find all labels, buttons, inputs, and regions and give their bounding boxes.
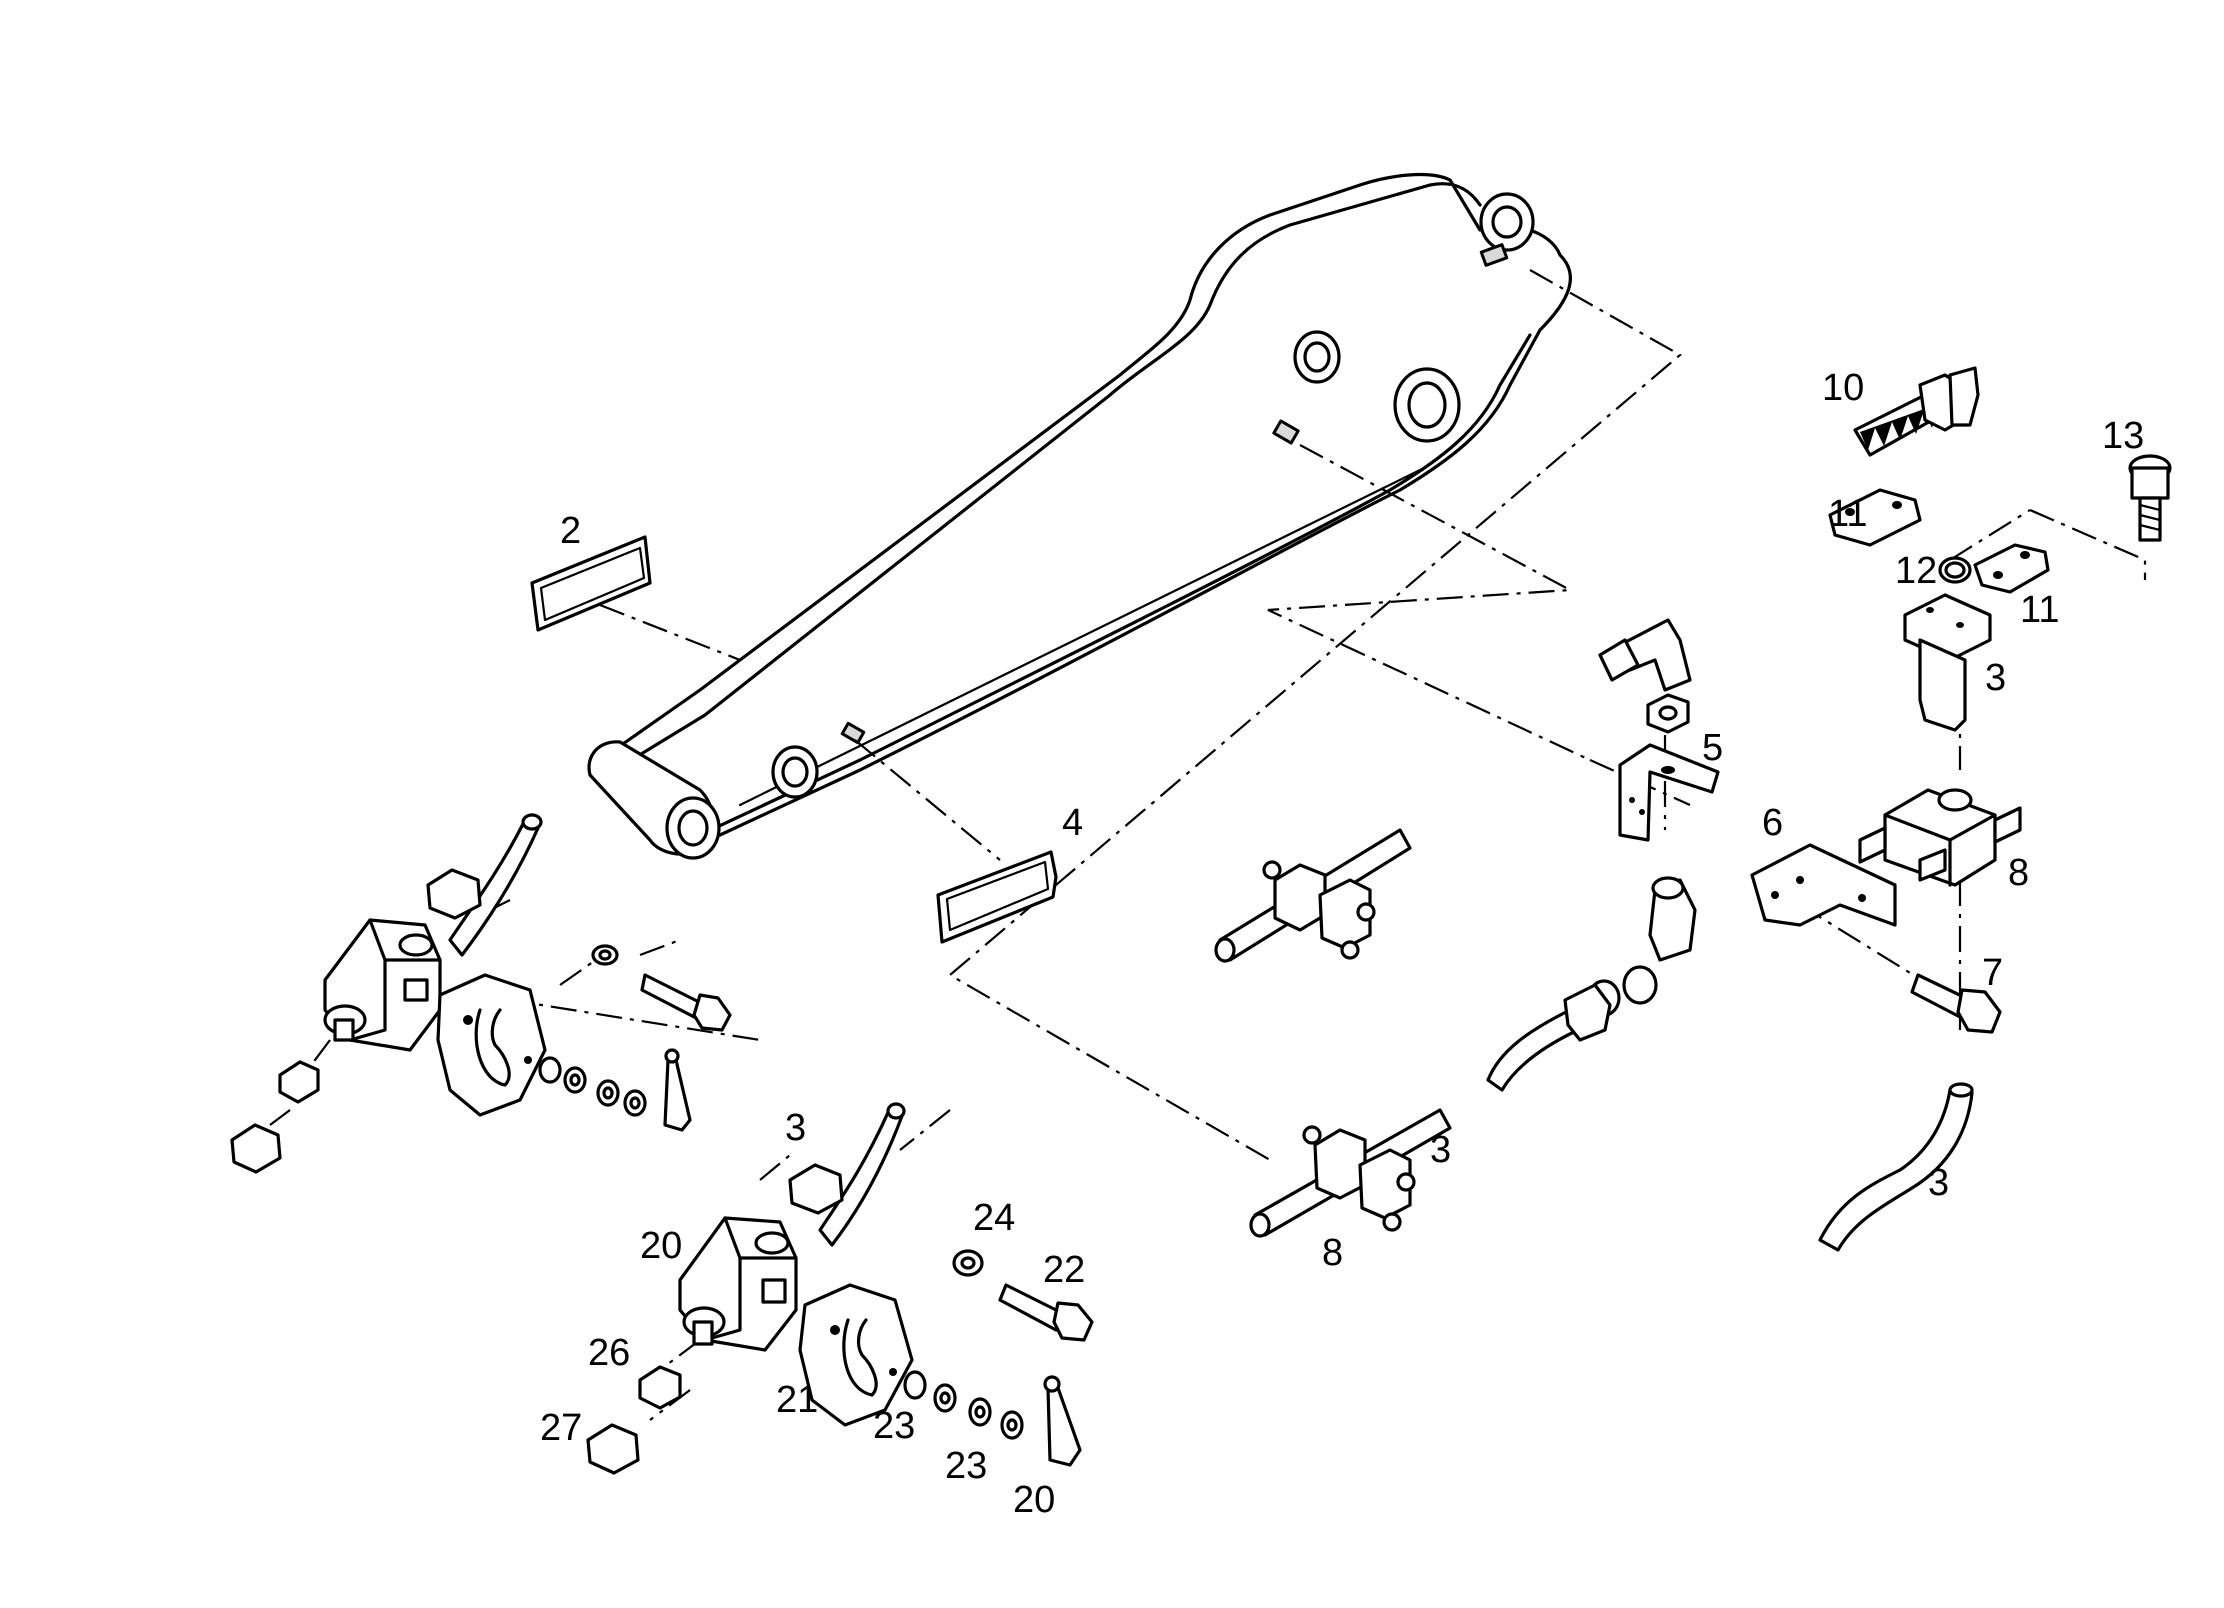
label-3-hose-left: 3 xyxy=(785,1107,806,1149)
label-8-center: 8 xyxy=(1322,1232,1343,1274)
label-12: 12 xyxy=(1895,550,1937,592)
boom-arm xyxy=(587,172,1572,860)
label-10: 10 xyxy=(1822,367,1864,409)
label-2: 2 xyxy=(560,510,581,552)
label-22: 22 xyxy=(1043,1249,1085,1291)
label-6: 6 xyxy=(1762,802,1783,844)
center-clamp-upper xyxy=(1214,828,1412,963)
right-parts xyxy=(1486,366,2172,1252)
label-21: 21 xyxy=(776,1379,818,1421)
center-clamp-lower xyxy=(1249,1108,1452,1238)
label-3-fitting: 3 xyxy=(1985,657,2006,699)
label-13: 13 xyxy=(2102,415,2144,457)
label-11-upper: 11 xyxy=(1828,493,1867,535)
label-27: 27 xyxy=(540,1407,582,1449)
label-23-lower: 23 xyxy=(945,1445,987,1487)
label-4: 4 xyxy=(1062,802,1083,844)
label-24: 24 xyxy=(973,1197,1015,1239)
decal-4 xyxy=(936,850,1058,944)
label-23-upper: 23 xyxy=(873,1405,915,1447)
label-7: 7 xyxy=(1982,952,2003,994)
label-26: 26 xyxy=(588,1332,630,1374)
label-5: 5 xyxy=(1702,727,1723,769)
part-labels: 2 4 10 11 12 13 11 3 5 6 8 7 3 3 8 3 20 … xyxy=(540,367,2144,1521)
label-8-right: 8 xyxy=(2008,852,2029,894)
label-3-hose-center: 3 xyxy=(1430,1129,1451,1171)
label-20-body: 20 xyxy=(640,1225,682,1267)
left-valve-assembly xyxy=(230,813,732,1174)
decal-2 xyxy=(530,535,652,632)
label-11-lower: 11 xyxy=(2020,589,2059,631)
label-20-lever: 20 xyxy=(1013,1479,1055,1521)
lower-valve-assembly xyxy=(586,1102,1094,1475)
label-3-hose-right: 3 xyxy=(1928,1162,1949,1204)
